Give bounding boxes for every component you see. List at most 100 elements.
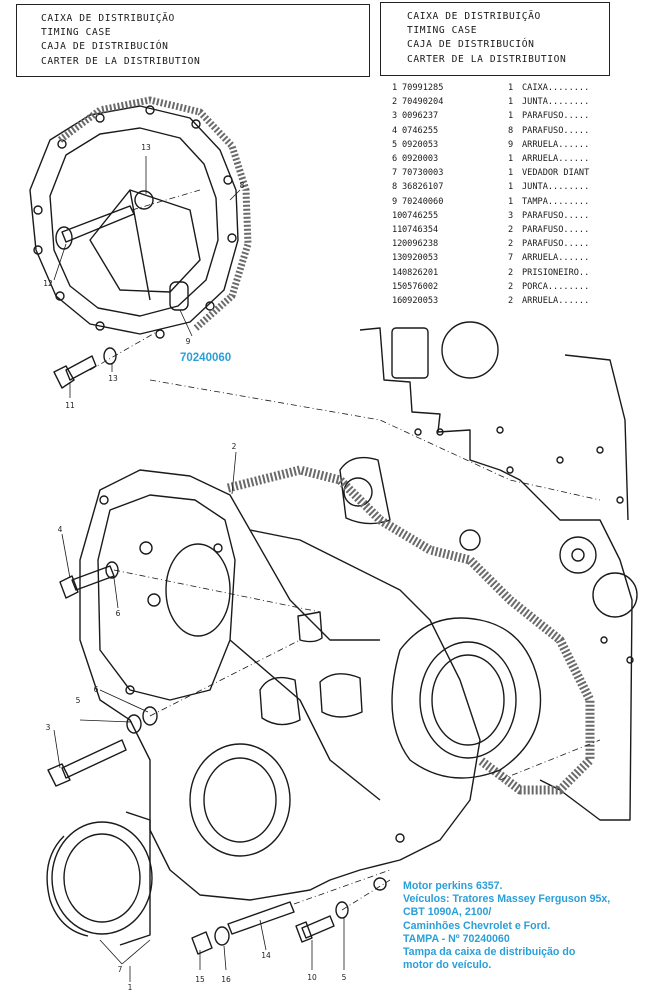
washer-5-bottom [335,901,349,919]
part-quantity: 8 [508,125,514,136]
part-description: VEDADOR DIANT [522,168,590,179]
nut-15 [191,931,213,955]
caption-line: Caminhões Chevrolet e Ford. [403,919,551,932]
part-code: 0746354 [402,225,439,235]
bolt-12 [61,205,135,243]
header-line-en: TIMING CASE [41,27,112,39]
timing-case-right-boss [391,617,542,779]
part-code: 0096237 [402,111,439,122]
header-line-pt: CAIXA DE DISTRIBUIÇÃO [41,13,175,24]
header-line-es: CAJA DE DISTRIBUCIÓN [407,39,535,51]
front-seal-outer [51,821,153,935]
stud-14 [227,901,295,935]
callout-12: 12 [43,279,53,288]
part-description: ARRUELA...... [522,253,590,264]
part-description: PARAFUSO..... [522,125,590,136]
callout-5: 5 [342,973,347,982]
block-boss [339,456,391,525]
part-description: JUNTA........ [522,97,590,108]
header-box-left: CAIXA DE DISTRIBUIÇÃO TIMING CASE CAJA D… [16,4,370,77]
callout-13: 13 [108,374,118,383]
callout-15: 15 [195,975,205,984]
part-number: 6 [392,154,398,164]
part-number: 7 [392,168,398,179]
part-quantity: 3 [508,210,514,221]
callout-6: 6 [116,609,121,618]
part-code: 0746255 [402,125,439,136]
header-line-en: TIMING CASE [407,25,478,37]
block-small-hole [459,529,481,551]
part-code: 36826107 [402,182,444,193]
callout-4: 4 [58,525,63,534]
part-quantity: 1 [508,111,514,122]
header-line-fr: CARTER DE LA DISTRIBUTION [41,55,201,67]
part-code: 70730003 [402,168,444,179]
washer-13 [103,347,117,365]
part-number: 10 [392,210,403,221]
part-description: JUNTA........ [522,182,590,193]
washer-6 [105,561,119,579]
engine-block-edge [564,354,629,521]
part-description: PARAFUSO..... [522,111,590,122]
callout-9: 9 [186,337,191,346]
part-number: 11 [392,225,403,235]
callout-2: 2 [232,442,237,451]
part-code: 0746255 [402,210,439,221]
caption-line: motor do veículo. [403,959,492,972]
cover-inner-outline [49,127,219,317]
part-quantity: 1 [508,154,514,164]
part-quantity: 7 [508,253,514,264]
callout-7: 7 [118,965,123,974]
callout-11: 11 [65,401,75,410]
block-hub [559,536,597,574]
part-number: 14 [392,267,403,278]
washer-16 [214,926,230,946]
part-code: 0920003 [402,154,439,164]
part-description: ARRUELA...... [522,296,590,306]
callout-8: 8 [240,181,245,190]
part-code: 0826201 [402,267,439,278]
timing-case-seal-boss [189,743,291,857]
part-number: 2 [392,97,398,108]
part-description: PARAFUSO..... [522,210,590,221]
part-quantity: 2 [508,239,514,250]
part-quantity: 9 [508,139,514,150]
callout-3: 3 [46,723,51,732]
block-hub-center [571,548,585,562]
callout-1: 1 [128,983,133,992]
part-description: ARRUELA...... [522,154,590,164]
timing-case-gasket [226,465,595,795]
caption-line: TAMPA - Nº 70240060 [403,932,510,945]
callout-14: 14 [261,951,271,960]
reference-code: 70240060 [180,352,232,364]
caption-line: CBT 1090A, 2100/ [403,906,492,919]
part-code: 0096238 [402,239,439,250]
callout-10: 10 [307,973,317,982]
part-number: 1 [392,83,398,93]
cover-bolt-hole [134,190,154,210]
part-code: 0920053 [402,253,439,264]
part-code: 70240060 [402,196,444,207]
part-description: TAMPA........ [522,196,590,207]
bolt-11 [65,355,97,381]
engine-block-outline [359,327,633,821]
timing-case-left-opening [165,543,231,637]
part-code: 0576002 [402,281,439,292]
block-window [391,327,429,379]
caption-line: Veículos: Tratores Massey Ferguson 95x, [403,893,611,906]
part-number: 5 [392,139,398,150]
part-quantity: 2 [508,225,514,235]
part-number: 13 [392,253,403,264]
part-quantity: 2 [508,281,514,292]
part-description: CAIXA........ [522,83,590,93]
part-description: PORCA........ [522,281,590,292]
part-number: 8 [392,182,398,193]
callout-6: 6 [94,685,99,694]
part-quantity: 1 [508,97,514,108]
part-description: PARAFUSO..... [522,225,590,235]
part-number: 3 [392,111,398,122]
part-quantity: 1 [508,182,514,193]
part-description: ARRUELA...... [522,139,590,150]
